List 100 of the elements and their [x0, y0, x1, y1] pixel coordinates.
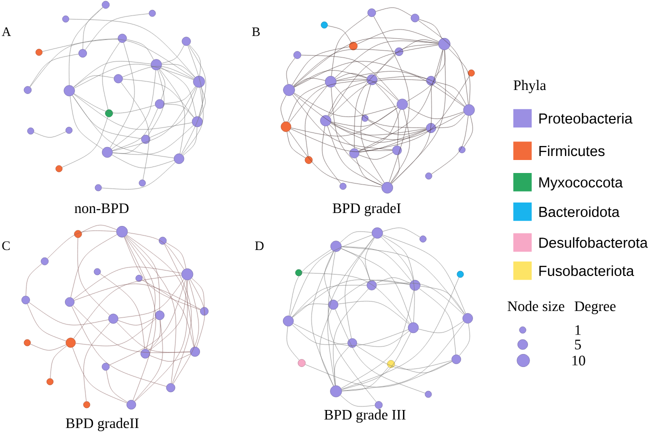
- connection-line: [292, 324, 348, 345]
- network-node: [366, 280, 377, 290]
- panel-letter: D: [255, 242, 264, 250]
- legend-label: Bacteroidota: [539, 206, 620, 218]
- connection-line: [162, 64, 196, 78]
- network-node: [382, 182, 394, 194]
- network-node: [424, 390, 432, 398]
- network-node: [102, 362, 110, 371]
- connection-line: [288, 84, 326, 122]
- connection-line: [294, 92, 398, 117]
- connection-line: [358, 152, 393, 160]
- panel-caption: BPD gradeI: [332, 202, 401, 216]
- connection-line: [70, 234, 118, 298]
- connection-line: [328, 252, 376, 402]
- connection-line: [406, 50, 444, 102]
- network-node: [78, 49, 87, 58]
- connection-line: [435, 82, 466, 106]
- connection-line: [336, 73, 368, 80]
- connection-line: [112, 142, 143, 154]
- connection-line: [112, 108, 158, 151]
- legend-label: 1: [575, 325, 581, 335]
- network-node: [105, 109, 113, 118]
- connection-line: [26, 264, 42, 296]
- network-node: [328, 300, 338, 310]
- connection-line: [402, 39, 439, 50]
- network-node: [366, 74, 378, 86]
- connection-line: [148, 320, 160, 350]
- connection-line: [126, 236, 176, 384]
- connection-line: [448, 48, 470, 104]
- connection-line: [42, 38, 194, 79]
- network-node: [340, 182, 346, 190]
- connection-line: [34, 132, 66, 138]
- connection-line: [200, 87, 206, 118]
- network-node: [330, 385, 342, 398]
- connection-line: [47, 230, 116, 259]
- connection-line: [27, 304, 66, 342]
- connection-line: [292, 285, 367, 318]
- network-node: [320, 22, 328, 28]
- connection-line: [337, 280, 410, 302]
- connection-line: [356, 345, 452, 370]
- connection-line: [340, 290, 414, 389]
- panel-caption: non-BPD: [74, 204, 129, 214]
- connection-line: [190, 279, 205, 348]
- connection-line: [102, 162, 176, 190]
- connection-line: [74, 284, 201, 310]
- connection-line: [30, 54, 79, 87]
- connection-line: [375, 44, 438, 76]
- connection-line: [172, 280, 199, 384]
- network-node: [392, 146, 402, 156]
- connection-line: [330, 123, 426, 142]
- network-node: [438, 38, 450, 50]
- connection-line: [334, 86, 426, 128]
- network-node: [154, 99, 164, 109]
- network-node: [166, 383, 176, 392]
- connection-line: [382, 234, 466, 314]
- connection-line: [294, 70, 368, 88]
- network-node: [426, 76, 436, 86]
- connection-line: [164, 86, 196, 104]
- panel-caption: BPD grade III: [324, 409, 406, 423]
- connection-line: [338, 301, 410, 324]
- connection-line: [118, 278, 184, 318]
- legend-label: Proteobacteria: [539, 113, 632, 124]
- network-node: [463, 104, 475, 116]
- network-node: [102, 146, 113, 158]
- connection-line: [382, 236, 414, 280]
- network-node: [94, 184, 102, 192]
- connection-line: [84, 322, 110, 402]
- connection-line: [294, 61, 427, 88]
- connection-line: [359, 76, 470, 153]
- network-node: [118, 34, 127, 43]
- connection-line: [181, 45, 203, 154]
- connection-line: [391, 85, 432, 184]
- connection-line: [334, 40, 438, 78]
- connection-line: [192, 278, 204, 308]
- network-node: [108, 314, 118, 324]
- legend-heading: Node size: [508, 300, 564, 312]
- connection-line: [28, 302, 109, 326]
- connection-line: [293, 94, 426, 136]
- network-node: [456, 270, 464, 278]
- connection-line: [148, 70, 164, 136]
- connection-line: [436, 114, 466, 128]
- connection-line: [122, 66, 194, 80]
- network-node: [56, 165, 62, 172]
- connection-line: [290, 234, 372, 316]
- connection-line: [134, 280, 188, 402]
- network-node: [282, 316, 294, 326]
- connection-line: [340, 248, 370, 281]
- network-node: [458, 146, 466, 154]
- network-node: [362, 114, 368, 122]
- connection-line: [100, 274, 145, 350]
- connection-line: [356, 29, 439, 44]
- connection-line: [81, 224, 117, 232]
- connection-line: [124, 236, 156, 400]
- connection-line: [320, 309, 334, 386]
- legend-heading: Phyla: [514, 80, 546, 94]
- network-node: [27, 128, 34, 134]
- connection-line: [418, 321, 464, 333]
- network-node: [114, 74, 123, 84]
- network-node: [298, 359, 306, 367]
- network-node: [182, 36, 191, 46]
